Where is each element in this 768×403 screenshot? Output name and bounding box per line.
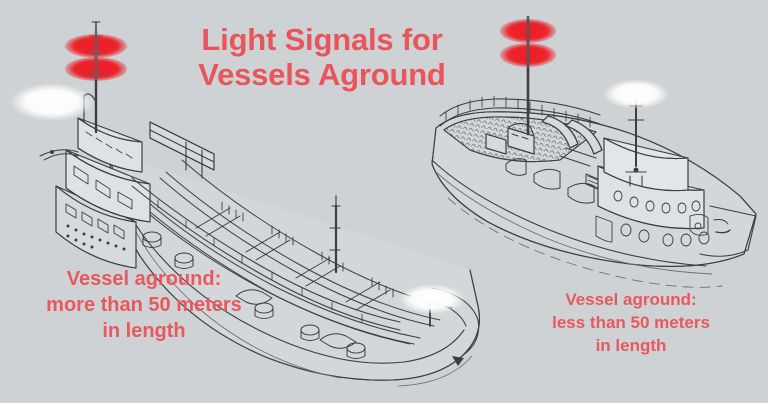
workboat-deck-cranes <box>485 115 603 167</box>
caption-small-vessel: Vessel aground: less than 50 meters in l… <box>552 290 710 355</box>
tanker-foremast <box>329 195 341 274</box>
tanker-superstructure <box>39 93 401 331</box>
large-tanker-vessel <box>39 21 481 387</box>
caption-large-vessel: Vessel aground: more than 50 meters in l… <box>46 268 242 342</box>
page-title: Light Signals for Vessels Aground <box>198 22 446 92</box>
workboat-wheelhouse <box>595 137 729 247</box>
workboat-white-anchor-light <box>603 79 669 109</box>
deck-winch <box>142 231 366 359</box>
tanker-red-all-round-lights <box>65 30 127 81</box>
small-workboat-vessel <box>431 16 757 288</box>
tanker-white-anchor-light-stern <box>10 83 94 121</box>
workboat-red-all-round-lights <box>500 16 556 68</box>
tanker-deck-piping <box>127 159 453 359</box>
tanker-white-anchor-light-bow <box>399 284 465 314</box>
